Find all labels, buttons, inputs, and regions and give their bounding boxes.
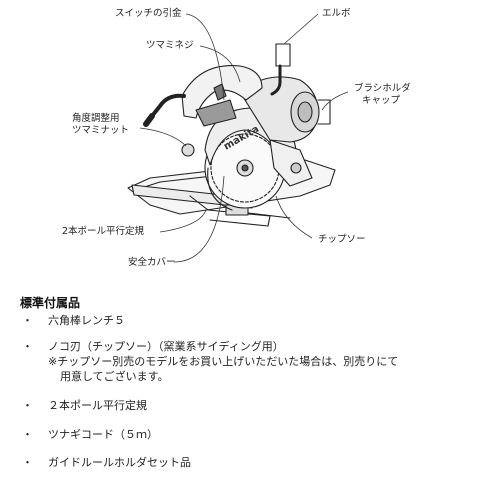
leader-knob-screw (199, 45, 241, 83)
leader-chip-saw (275, 195, 313, 239)
bullet: ・ (22, 399, 33, 412)
label-knob-screw: ツマミネジ (146, 40, 194, 51)
accessory-item-parallel-guide: ・ ２本ポール平行定規 (22, 399, 147, 413)
leader-angle-nut (139, 127, 187, 147)
bullet: ・ (22, 314, 33, 327)
accessory-item-extension-cord: ・ ツナギコード（５ｍ） (22, 428, 158, 442)
label-angle-nut-line2: ツマミナット (72, 125, 130, 136)
leader-elbow (283, 13, 319, 45)
accessory-note-line1: ※チップソー別売のモデルをお買い上げいただいた場合は、別売りにて (48, 355, 399, 368)
angle-adjust-nut (181, 143, 195, 157)
accessory-text: ツナギコード（５ｍ） (48, 428, 158, 441)
label-elbow: エルボ (322, 8, 351, 19)
accessory-item-guide-rule-holder: ・ ガイドルールホルダセット品 (22, 456, 191, 470)
accessory-text: ガイドルールホルダセット品 (48, 456, 191, 469)
bullet: ・ (22, 340, 33, 353)
bullet: ・ (22, 428, 33, 441)
circular-saw-diagram: makita (127, 13, 349, 263)
accessory-text: ２本ポール平行定規 (48, 399, 147, 412)
accessory-item-hex-wrench: ・ 六角棒レンチ５ (22, 314, 125, 328)
label-angle-nut-line1: 角度調整用 (72, 113, 120, 124)
label-brush-holder-line1: ブラシホルダ (354, 83, 411, 94)
leader-switch (185, 13, 225, 101)
parallel-guide (131, 184, 291, 227)
handle (181, 65, 263, 127)
leader-brush-holder (321, 91, 349, 111)
leader-parallel-guide (159, 209, 207, 233)
elbow (270, 43, 291, 96)
accessory-text: 六角棒レンチ５ (48, 314, 125, 327)
label-chip-saw: チップソー (318, 234, 366, 245)
label-parallel-guide: 2本ポール平行定規 (62, 226, 145, 237)
motor-housing (239, 76, 331, 143)
accessory-text: ノコ刃（チップソー）（窯業系サイディング用） (48, 340, 284, 353)
accessories-title: 標準付属品 (20, 296, 81, 310)
label-safety-cover: 安全カバー (128, 257, 176, 268)
leader-safety-cover (173, 175, 225, 263)
accessory-item-chip-saw: ・ ノコ刃（チップソー）（窯業系サイディング用） (22, 340, 284, 354)
label-switch-pull: スイッチの引金 (115, 8, 182, 19)
accessory-note-line2: 用意してございます。 (60, 370, 169, 383)
front-body (269, 139, 313, 187)
power-cord (143, 93, 186, 127)
bullet: ・ (22, 456, 33, 469)
label-brush-holder-line2: キャップ (362, 95, 401, 106)
